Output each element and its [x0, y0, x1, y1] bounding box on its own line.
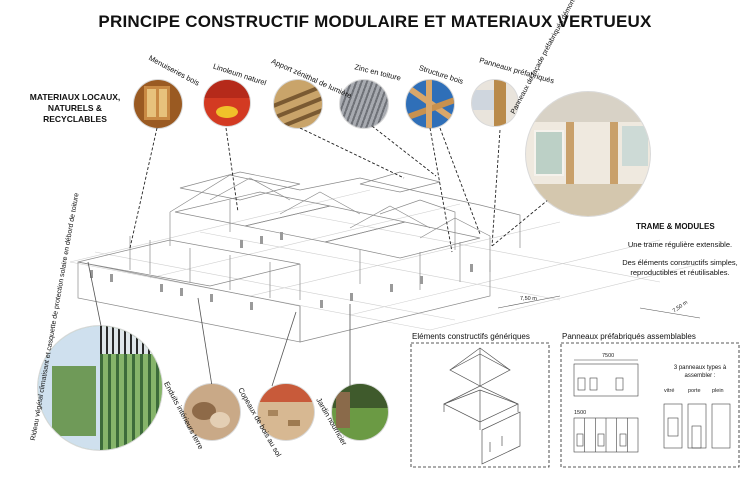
- elements-box-title: Eléments constructifs génériques: [412, 332, 530, 341]
- building-lines: [77, 171, 521, 343]
- trame-line-3: reproductibles et réutilisables.: [630, 268, 730, 277]
- window-marks: [90, 232, 473, 310]
- connector-lines: [129, 125, 561, 253]
- panel-types-note: 3 panneaux types à assembler :: [673, 365, 727, 379]
- trame-description: Une trame régulière extensible. Des élém…: [616, 240, 744, 278]
- page-title: PRINCIPE CONSTRUCTIF MODULAIRE ET MATERI…: [98, 12, 652, 31]
- materials-heading-line-2: NATURELS & RECYCLABLES: [43, 103, 107, 124]
- trame-title: TRAME & MODULES: [636, 222, 715, 231]
- panel-type-vitre: vitré: [664, 388, 675, 394]
- materials-heading: MATERIAUX LOCAUX, NATURELS & RECYCLABLES: [16, 92, 134, 125]
- materials-heading-line-1: MATERIAUX LOCAUX,: [29, 92, 121, 102]
- dimension-label-a: 7,50 m: [520, 296, 537, 302]
- linoleum-floor-photo: [204, 80, 250, 126]
- trame-line-2: Des éléments constructifs simples,: [622, 258, 738, 267]
- earth-plaster-photo: [184, 384, 240, 440]
- timber-structure-photo: [406, 80, 454, 128]
- prefab-panel-photo: [472, 80, 518, 126]
- elements-box: [410, 342, 550, 468]
- panels-box: [560, 342, 740, 468]
- skylight-photo: [274, 80, 322, 128]
- panel-width-unit: 1500: [574, 410, 587, 416]
- panel-type-porte: porte: [688, 388, 701, 394]
- panels-box-title: Panneaux préfabriqués assemblables: [562, 332, 696, 341]
- wood-chips-photo: [258, 384, 314, 440]
- panel-type-plein: plein: [712, 388, 724, 394]
- panel-width-total: 7500: [602, 353, 615, 359]
- facade-interior-photo: [526, 92, 650, 216]
- trame-line-1: Une trame régulière extensible.: [627, 240, 733, 249]
- wood-window-photo: [134, 80, 182, 128]
- zinc-roof-photo: [340, 80, 388, 128]
- dimension-label-b: 7,50 m: [671, 299, 690, 315]
- green-curtain-photo: [38, 326, 162, 450]
- garden-photo: [332, 384, 388, 440]
